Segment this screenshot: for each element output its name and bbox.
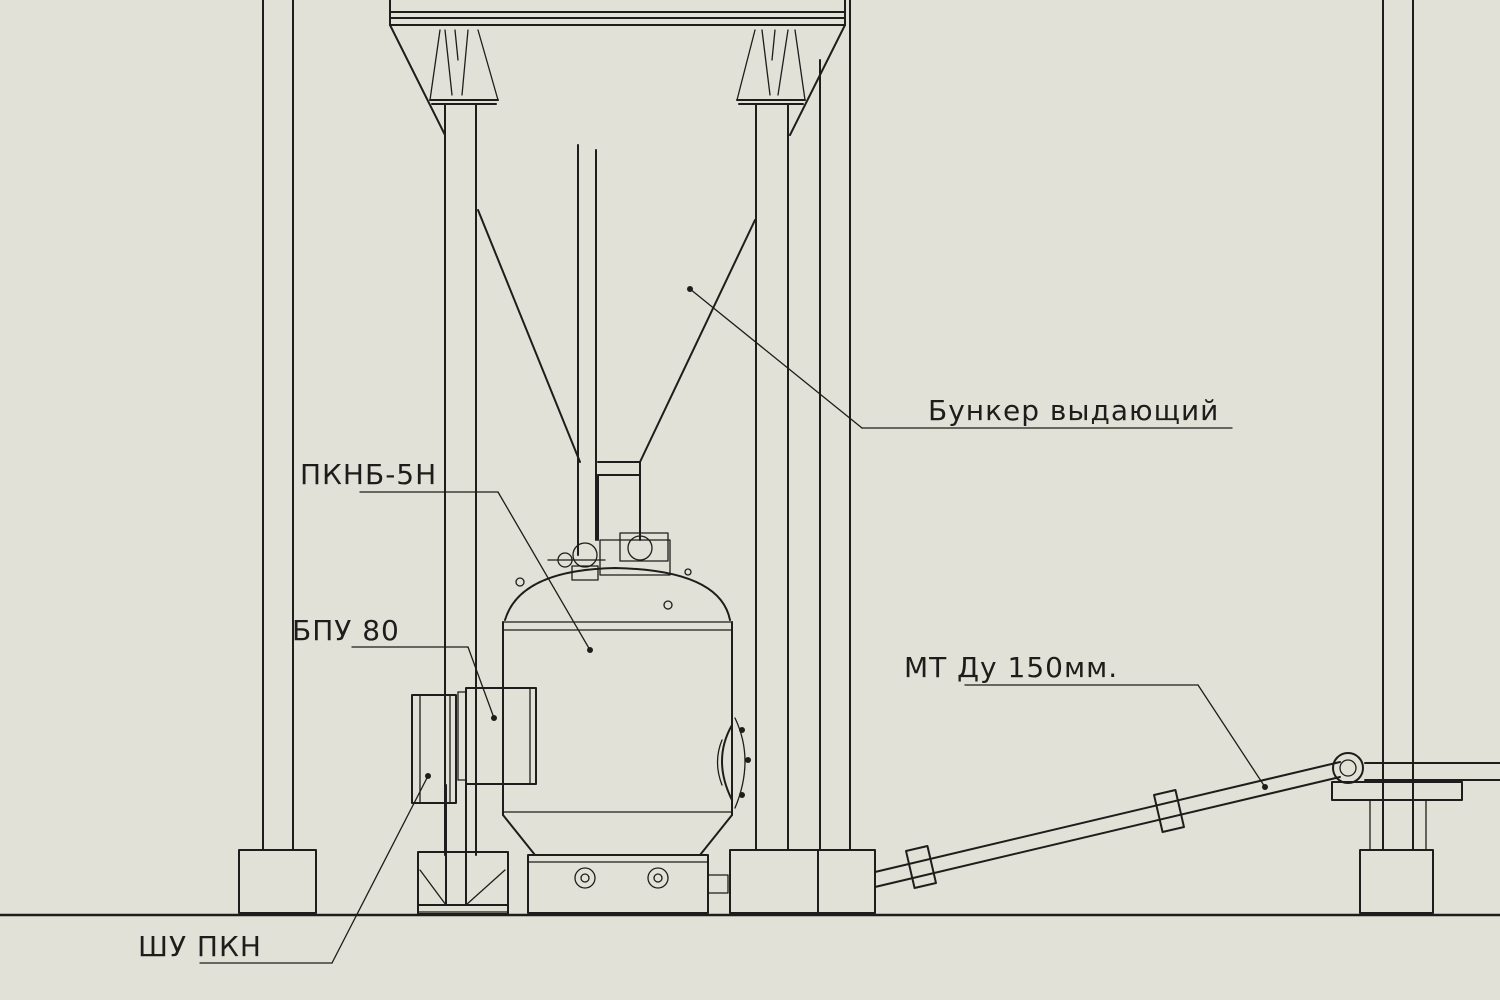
control-block xyxy=(457,687,537,785)
callout-label-pipeline: МТ Ду 150мм. xyxy=(904,651,1118,684)
control-cabinet xyxy=(411,694,509,913)
pump-vessel xyxy=(502,532,751,914)
right-support xyxy=(1331,0,1500,914)
callout-control-block: БПУ 80 xyxy=(292,614,497,721)
callout-pipeline: МТ Ду 150мм. xyxy=(904,651,1268,790)
hopper-right-leg xyxy=(729,0,876,914)
left-building-column xyxy=(238,0,317,914)
callout-label-pump: ПКНБ-5Н xyxy=(300,458,437,491)
callout-pump: ПКНБ-5Н xyxy=(300,458,593,653)
callout-control-cabinet: ШУ ПКН xyxy=(138,773,431,964)
pipeline xyxy=(874,752,1364,889)
callout-label-control-block: БПУ 80 xyxy=(292,614,400,647)
feed-pipe xyxy=(577,144,597,556)
callout-label-control-cabinet: ШУ ПКН xyxy=(138,930,262,963)
callout-bunker: Бункер выдающий xyxy=(687,286,1233,429)
bunker-hopper xyxy=(389,0,846,541)
callout-label-bunker: Бункер выдающий xyxy=(928,394,1219,427)
hopper-left-leg xyxy=(417,103,509,915)
